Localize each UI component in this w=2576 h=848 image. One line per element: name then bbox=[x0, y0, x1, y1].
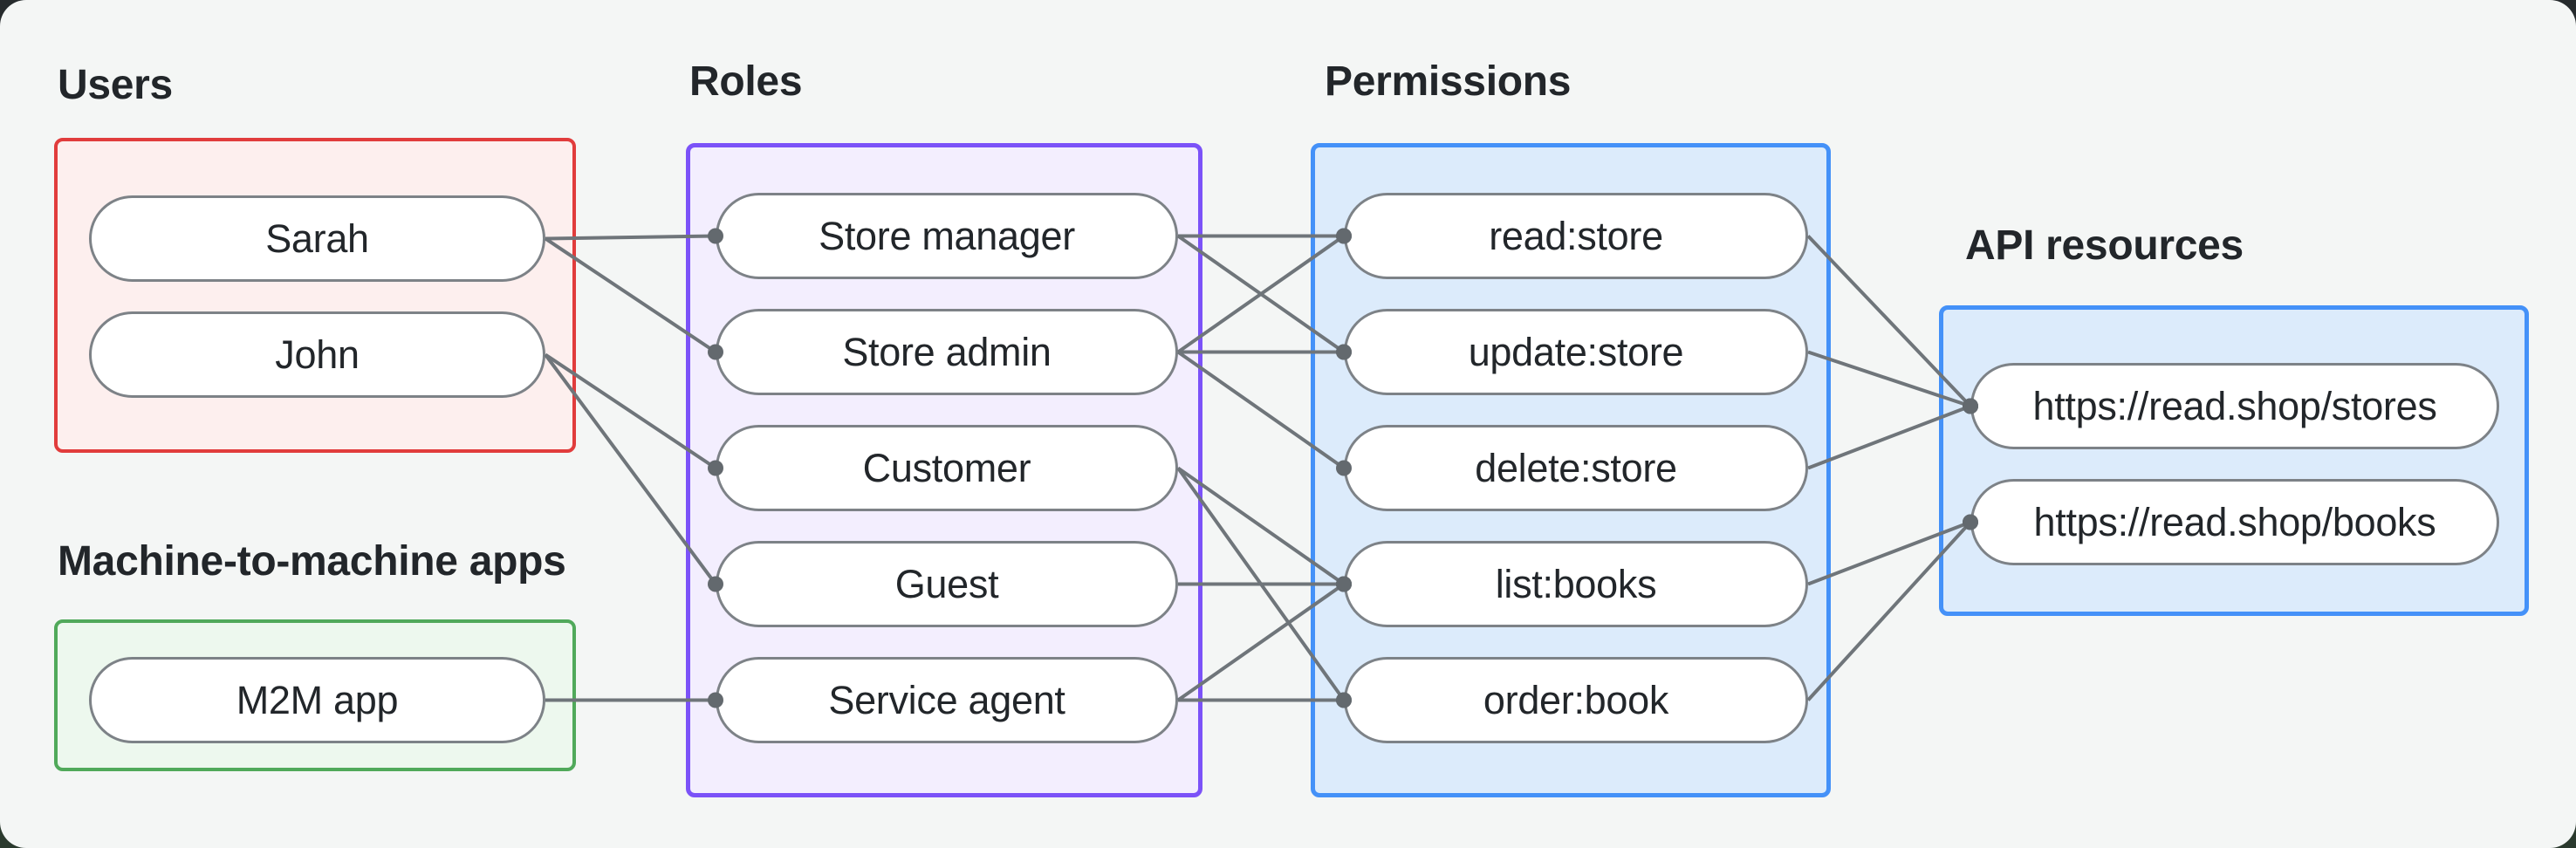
m2m-group-label: Machine-to-machine apps bbox=[58, 538, 566, 585]
node-store-manager: Store manager bbox=[716, 193, 1178, 279]
api-resources-group-label: API resources bbox=[1965, 222, 2244, 269]
node-label: M2M app bbox=[236, 677, 399, 722]
node-label: https://read.shop/books bbox=[2033, 499, 2436, 544]
node-label: list:books bbox=[1495, 561, 1657, 606]
roles-group-label: Roles bbox=[689, 58, 803, 105]
node-guest: Guest bbox=[716, 541, 1178, 627]
node-delete-store: delete:store bbox=[1344, 425, 1808, 511]
node-label: order:book bbox=[1483, 677, 1669, 722]
api-resources-group-box bbox=[1939, 305, 2529, 616]
node-label: John bbox=[275, 332, 360, 377]
node-sarah: Sarah bbox=[89, 195, 545, 282]
node-label: Store admin bbox=[842, 329, 1052, 374]
node-john: John bbox=[89, 311, 545, 398]
node-m2m-app: M2M app bbox=[89, 657, 545, 743]
node-list-books: list:books bbox=[1344, 541, 1808, 627]
node-label: Customer bbox=[862, 445, 1031, 490]
users-group-box bbox=[54, 138, 576, 453]
node-read-store: read:store bbox=[1344, 193, 1808, 279]
node-books-api: https://read.shop/books bbox=[1970, 479, 2499, 565]
permissions-group-label: Permissions bbox=[1325, 58, 1572, 105]
node-label: https://read.shop/stores bbox=[2032, 383, 2437, 428]
node-label: delete:store bbox=[1475, 445, 1677, 490]
node-label: read:store bbox=[1489, 213, 1663, 258]
node-label: Guest bbox=[894, 561, 999, 606]
node-customer: Customer bbox=[716, 425, 1178, 511]
users-group-label: Users bbox=[58, 62, 173, 108]
node-label: Sarah bbox=[265, 215, 369, 261]
node-order-book: order:book bbox=[1344, 657, 1808, 743]
node-update-store: update:store bbox=[1344, 309, 1808, 395]
node-label: Service agent bbox=[828, 677, 1065, 722]
node-label: update:store bbox=[1468, 329, 1684, 374]
node-stores-api: https://read.shop/stores bbox=[1970, 363, 2499, 449]
node-store-admin: Store admin bbox=[716, 309, 1178, 395]
node-label: Store manager bbox=[819, 213, 1075, 258]
node-service-agent: Service agent bbox=[716, 657, 1178, 743]
